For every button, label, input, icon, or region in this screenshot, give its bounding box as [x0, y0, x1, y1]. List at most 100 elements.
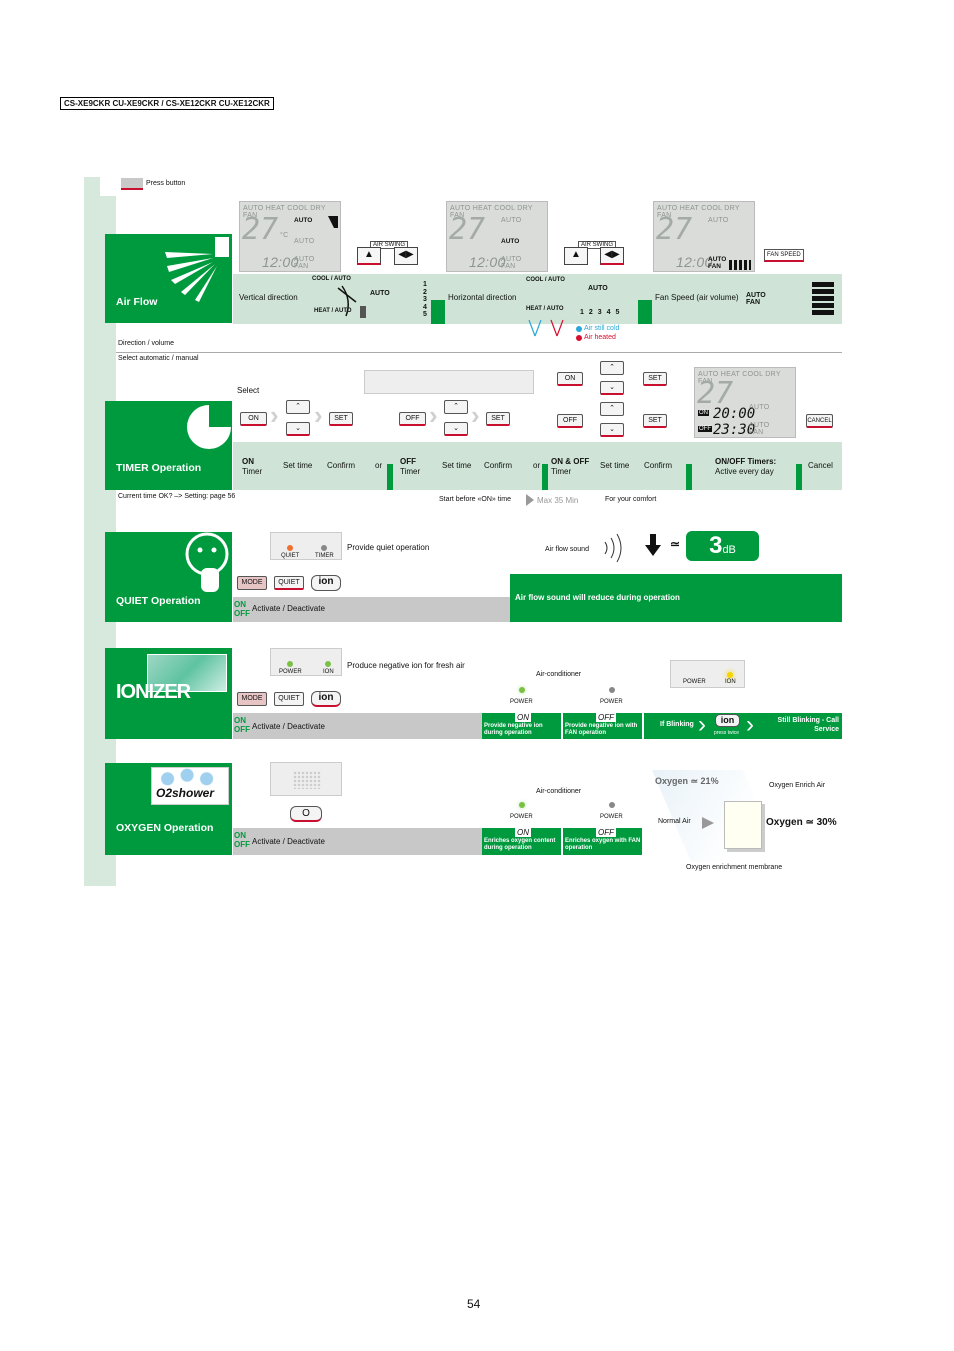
model-header: CS-XE9CKR CU-XE9CKR / CS-XE12CKR CU-XE12…: [60, 97, 274, 110]
quiet-indicator-panel: QUIET TIMER: [270, 532, 342, 560]
power-led-on: [519, 687, 525, 693]
o2-shower-text: O2shower: [156, 786, 214, 800]
ionizer-indicator-panel: POWER ION: [270, 648, 342, 676]
ion-button[interactable]: ion: [311, 691, 341, 707]
fan-auto-label: AUTO FAN: [746, 292, 766, 306]
power-led-off: [609, 802, 615, 808]
set-button[interactable]: SET: [486, 412, 510, 426]
lcd-timer: AUTO HEAT COOL DRY FAN 27 ON 20:00 OFF 2…: [694, 367, 796, 438]
quiet-button[interactable]: QUIET: [274, 576, 304, 590]
set-button[interactable]: SET: [643, 372, 667, 386]
air-still-cold-label: Air still cold: [584, 325, 619, 332]
time-up-button[interactable]: ⌃: [444, 400, 468, 414]
off-button[interactable]: OFF: [399, 412, 426, 426]
ion-off-box: OFF Provide negative ion with FAN operat…: [563, 713, 642, 739]
air-flow-sound-label: Air flow sound: [545, 546, 589, 553]
time-up-button[interactable]: ⌃: [600, 402, 624, 416]
off-timer-label: OFF: [400, 457, 416, 466]
swing-vertical-button[interactable]: ▲: [357, 247, 381, 265]
off-state: OFF: [596, 828, 616, 837]
off-desc: Enriches oxygen with FAN operation: [565, 838, 641, 852]
set-button[interactable]: SET: [329, 412, 353, 426]
power-label-on: POWER: [510, 699, 533, 705]
lcd-temp: 27: [449, 212, 485, 247]
lcd-fanspeed: AUTO HEAT COOL DRY FAN 27 12:00 AUTO AUT…: [653, 201, 755, 272]
time-up-button[interactable]: ⌃: [286, 400, 310, 414]
power-led-label: POWER: [683, 679, 706, 685]
on-button[interactable]: ON: [240, 412, 267, 426]
o2-shower-logo: O2shower: [151, 767, 229, 805]
off-label: OFF: [234, 725, 250, 734]
db-unit: dB: [722, 544, 735, 556]
activate-label: Activate / Deactivate: [252, 604, 325, 613]
vertical-positions: 1 2 3 4 5: [423, 281, 429, 319]
position-3: 3: [423, 296, 429, 304]
lcd-auto-active: AUTO: [501, 238, 519, 245]
time-up-button[interactable]: ⌃: [600, 361, 624, 375]
fan-speed-button[interactable]: FAN SPEED: [764, 249, 804, 262]
timer-title-block: TIMER Operation: [105, 401, 232, 490]
power-led: [287, 661, 293, 667]
chevron-right-icon: ›: [746, 711, 754, 739]
still-blinking-label: Still Blinking - Call Service: [761, 716, 839, 734]
chevron-right-icon: ›: [698, 711, 706, 739]
ion-button[interactable]: ion: [715, 714, 740, 727]
position-1: 1: [423, 281, 429, 289]
power-led-on: [519, 802, 525, 808]
db-value: 3: [709, 532, 722, 559]
oxygen-on-box: ON Enriches oxygen content during operat…: [482, 828, 561, 855]
on-off-label: ON OFF: [234, 716, 250, 734]
approx-label: ≃: [670, 537, 680, 551]
on-label: ON: [234, 716, 250, 725]
oxygen-off-box: OFF Enriches oxygen with FAN operation: [563, 828, 642, 855]
db-badge: 3dB: [686, 531, 759, 561]
swing-horizontal-button[interactable]: ◀▶: [600, 247, 624, 265]
air-conditioner-label: Air-conditioner: [536, 788, 581, 795]
mode-button[interactable]: MODE: [237, 576, 267, 590]
confirm-label: Confirm: [327, 461, 355, 470]
ion-button[interactable]: ion: [311, 575, 341, 591]
ion-on-box: ON Provide negative ion during operation: [482, 713, 561, 739]
chevron-right-icon: ›: [314, 400, 323, 431]
air-heated-label: Air heated: [584, 334, 616, 341]
time-down-button[interactable]: ⌄: [286, 422, 310, 436]
quiet-led: [287, 545, 293, 551]
lcd-auto-fan-active: AUTO FAN: [708, 256, 728, 270]
oxygen-30-label: Oxygen ≃ 30%: [766, 817, 837, 828]
on-state: ON: [515, 713, 531, 722]
cancel-button[interactable]: CANCEL: [806, 414, 833, 428]
time-down-button[interactable]: ⌄: [600, 381, 624, 395]
on-button[interactable]: ON: [557, 372, 583, 386]
airflow-title-block: Air Flow: [105, 234, 232, 323]
membrane-label: Oxygen enrichment membrane: [686, 864, 782, 871]
on-off-timers-label: ON/OFF Timers:: [715, 457, 776, 466]
mode-button[interactable]: MODE: [237, 692, 267, 706]
off-button[interactable]: OFF: [557, 414, 583, 428]
position-3: 3: [598, 309, 602, 316]
position-2: 2: [589, 309, 593, 316]
comfort-note: For your comfort: [605, 496, 656, 503]
oxygen-button[interactable]: O: [290, 806, 322, 822]
blinking-indicator-panel: POWER ION: [670, 660, 745, 688]
off-label: OFF: [234, 840, 250, 849]
time-down-button[interactable]: ⌄: [444, 422, 468, 436]
lcd-temp: 27: [242, 212, 278, 247]
on-timer-word: Timer: [242, 467, 262, 476]
swing-horizontal-button[interactable]: ◀▶: [394, 247, 418, 265]
time-down-button[interactable]: ⌄: [600, 423, 624, 437]
set-button[interactable]: SET: [643, 414, 667, 428]
on-desc: Provide negative ion during operation: [484, 723, 559, 737]
led-grid: [293, 771, 321, 789]
ionizer-title-block: IONIZER: [105, 648, 232, 739]
power-label-off: POWER: [600, 814, 623, 820]
oxygen-title: OXYGEN Operation: [116, 822, 213, 834]
blinking-banner: If Blinking › ion press twice › Still Bl…: [644, 713, 842, 739]
start-before-note: Start before «ON» time: [439, 496, 511, 503]
position-5: 5: [615, 309, 619, 316]
select-label: Select: [237, 386, 259, 395]
quiet-button[interactable]: QUIET: [274, 692, 304, 706]
position-5: 5: [423, 311, 429, 319]
legend-swatch: [121, 178, 143, 190]
divider-line: [116, 352, 842, 353]
swing-vertical-button[interactable]: ▲: [564, 247, 588, 265]
